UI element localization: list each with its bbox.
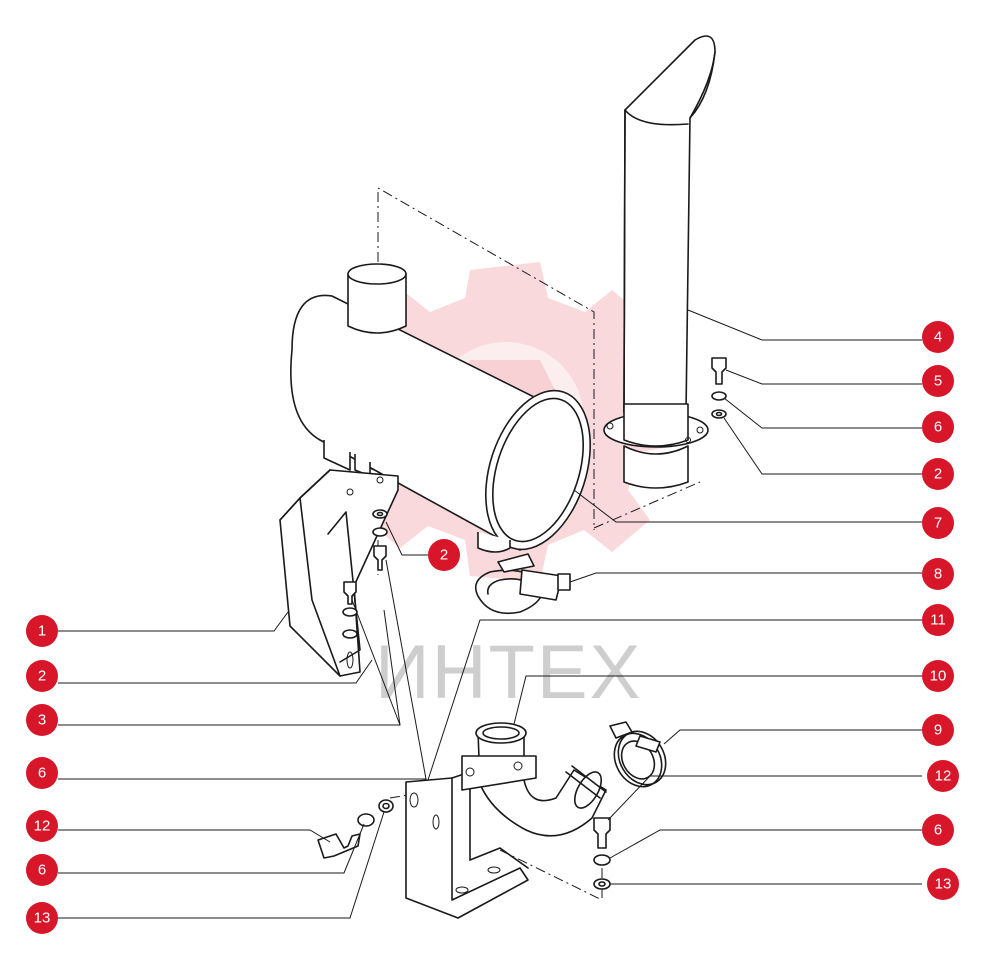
callout-4-label: 4 — [934, 329, 942, 346]
callout-6-right-lower-label: 6 — [934, 822, 942, 839]
callout-12-right[interactable]: 12 — [927, 760, 959, 792]
hardware-bracket-left[interactable] — [317, 799, 394, 859]
hose-clamp[interactable] — [605, 721, 675, 795]
callout-13-right[interactable]: 13 — [927, 868, 959, 900]
hardware-muffler-bracket[interactable] — [342, 509, 388, 639]
callout-12-left-label: 12 — [34, 818, 51, 835]
callout-13-right-label: 13 — [935, 876, 952, 893]
callout-11-label: 11 — [930, 612, 946, 629]
callout-1-label: 1 — [38, 623, 46, 640]
callout-12-right-label: 12 — [935, 768, 952, 785]
mounting-bracket[interactable] — [405, 771, 529, 919]
callout-6-left[interactable]: 6 — [26, 757, 58, 789]
callout-badges: 1 2 3 6 12 6 13 2 4 5 6 — [26, 321, 959, 934]
hardware-bracket-right[interactable] — [593, 817, 611, 890]
callout-1[interactable]: 1 — [26, 615, 58, 647]
callout-4[interactable]: 4 — [922, 321, 954, 353]
callout-7[interactable]: 7 — [922, 507, 954, 539]
callout-10-label: 10 — [930, 668, 947, 685]
callout-2-left-label: 2 — [38, 668, 46, 685]
callout-8[interactable]: 8 — [922, 558, 954, 590]
callout-6-left-lower[interactable]: 6 — [26, 854, 58, 886]
callout-13-left[interactable]: 13 — [26, 902, 58, 934]
muffler[interactable] — [290, 263, 609, 563]
callout-2-right-label: 2 — [934, 466, 942, 483]
callout-13-left-label: 13 — [34, 910, 51, 927]
callout-6-left-label: 6 — [38, 765, 46, 782]
leader-lines — [58, 309, 922, 919]
elbow-pipe[interactable] — [461, 722, 607, 837]
callout-6-right-upper-label: 6 — [934, 419, 942, 436]
callout-2-center-label: 2 — [440, 547, 448, 564]
callout-12-left[interactable]: 12 — [26, 810, 58, 842]
callout-8-label: 8 — [934, 566, 942, 583]
callout-6-right-upper[interactable]: 6 — [922, 411, 954, 443]
callout-3-label: 3 — [38, 712, 46, 729]
callout-11[interactable]: 11 — [922, 604, 954, 636]
callout-3[interactable]: 3 — [26, 704, 58, 736]
callout-2-right[interactable]: 2 — [922, 458, 954, 490]
exhaust-pipe[interactable] — [603, 35, 716, 489]
callout-6-right-lower[interactable]: 6 — [922, 814, 954, 846]
hardware-pipe-flange[interactable] — [711, 357, 727, 419]
callout-6-left-lower-label: 6 — [38, 862, 46, 879]
callout-7-label: 7 — [934, 515, 942, 532]
callout-2-left[interactable]: 2 — [26, 660, 58, 692]
u-bolt-clamp[interactable] — [474, 553, 571, 615]
callout-10[interactable]: 10 — [922, 660, 954, 692]
callout-9[interactable]: 9 — [922, 714, 954, 746]
callout-2-center[interactable]: 2 — [428, 539, 460, 571]
callout-5-label: 5 — [934, 373, 942, 390]
watermark-text: ИНТЕХ — [375, 630, 642, 715]
callout-9-label: 9 — [934, 722, 942, 739]
callout-5[interactable]: 5 — [922, 365, 954, 397]
muffler-bracket[interactable] — [279, 469, 399, 677]
